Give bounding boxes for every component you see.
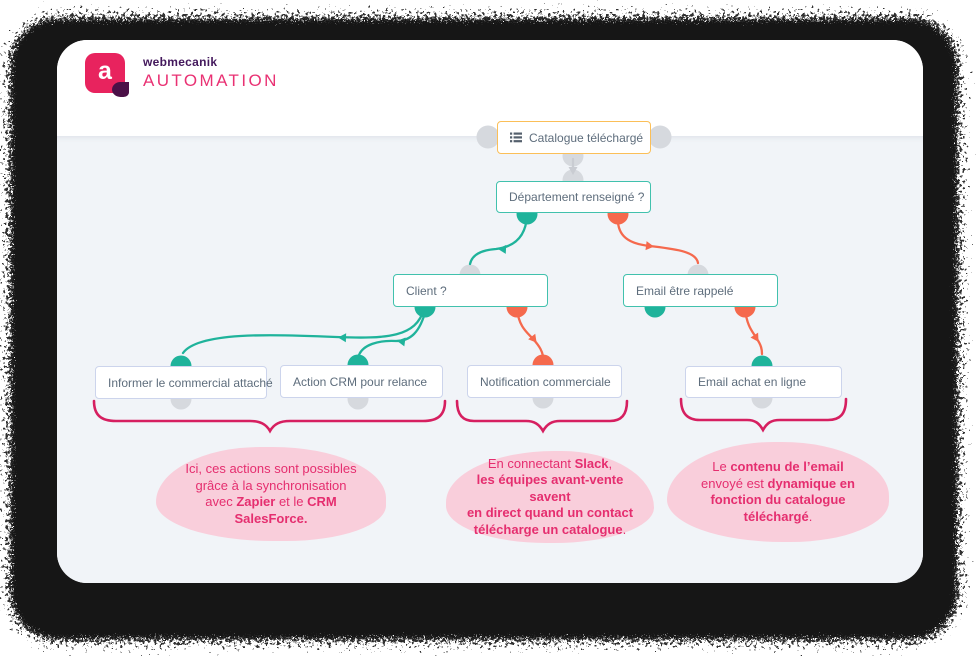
logo-letter: a <box>98 57 112 85</box>
brand-product: AUTOMATION <box>143 71 279 90</box>
node-catalogue-telecharge[interactable]: Catalogue téléchargé <box>497 121 651 154</box>
connector-client-informer <box>181 307 426 355</box>
node-label: Catalogue téléchargé <box>529 130 644 145</box>
anchor-catalogue-right[interactable] <box>648 125 672 149</box>
node-label: Département renseigné ? <box>509 190 645 204</box>
brace-middle-group <box>455 399 629 434</box>
node-label: Action CRM pour relance <box>293 374 428 389</box>
arrowhead-icon <box>750 332 759 342</box>
arrowhead-icon <box>338 333 347 343</box>
callout-email-dynamique: Le contenu de l’email envoyé est dynamiq… <box>667 442 889 542</box>
arrowhead-icon <box>645 241 654 251</box>
node-email-etre-rappele[interactable]: Email être rappelé <box>623 274 778 307</box>
logo-petal-icon <box>112 82 129 97</box>
node-label: Informer le commercial attaché <box>108 375 273 390</box>
node-informer-commercial[interactable]: Informer le commercial attaché <box>95 366 273 399</box>
node-client[interactable]: Client ? <box>393 274 548 307</box>
node-label: Client ? <box>406 283 447 298</box>
anchor-catalogue-left[interactable] <box>476 125 500 149</box>
connector-departement-rappele <box>616 213 700 265</box>
brand-text: webmecanik AUTOMATION <box>143 55 279 91</box>
connector-departement-client <box>468 213 529 266</box>
card-header: a webmecanik AUTOMATION <box>57 40 923 136</box>
arrowhead-icon <box>397 337 406 347</box>
brace-left-group <box>92 399 447 434</box>
braces <box>92 397 848 434</box>
node-departement-renseigne[interactable]: Département renseigné ? <box>496 181 651 213</box>
logo-mark: a <box>85 53 129 97</box>
arrowhead-icon <box>528 333 537 343</box>
node-label: Notification commerciale <box>480 374 611 389</box>
list-icon <box>510 132 522 143</box>
node-action-crm[interactable]: Action CRM pour relance <box>280 365 443 398</box>
arrowhead-icon <box>568 167 578 175</box>
node-notification-commerciale[interactable]: Notification commerciale <box>467 365 622 398</box>
node-email-achat-en-ligne[interactable]: Email achat en ligne <box>685 366 842 398</box>
node-label: Email être rappelé <box>636 283 734 298</box>
node-label: Email achat en ligne <box>698 375 807 389</box>
webmecanik-logo: a webmecanik AUTOMATION <box>85 53 279 97</box>
brand-name: webmecanik <box>143 55 218 69</box>
callout-slack: En connectant Slack, les équipes avant-v… <box>446 451 654 543</box>
arrowhead-icon <box>498 244 507 254</box>
brace-right-group <box>679 397 848 433</box>
callout-zapier-salesforce: Ici, ces actions sont possibles grâce à … <box>156 447 386 541</box>
connector-client-actioncrm <box>357 307 428 357</box>
connectors <box>181 157 764 358</box>
